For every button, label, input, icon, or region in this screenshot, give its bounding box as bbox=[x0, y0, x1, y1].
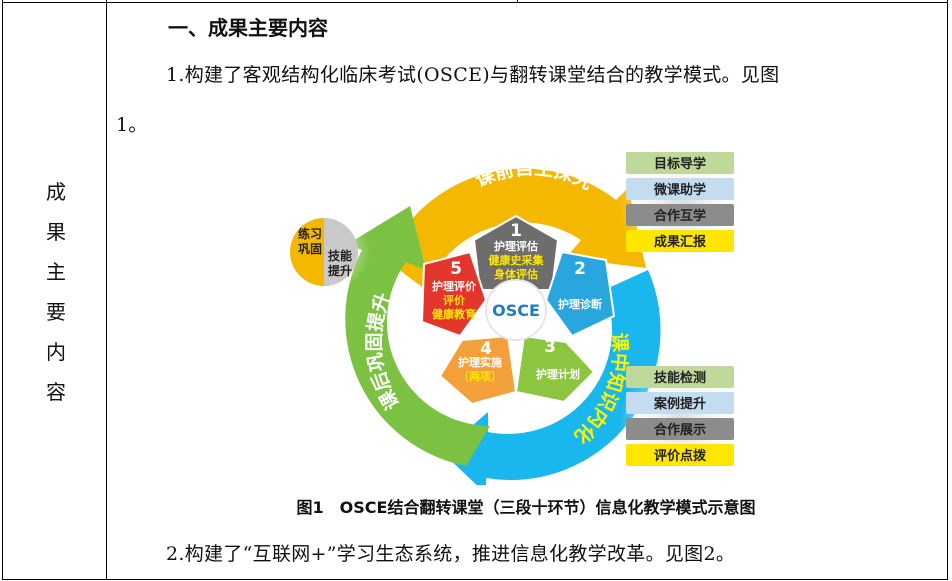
stack-bottom-item: 评价点拨 bbox=[654, 448, 707, 464]
paragraph-1-line-2: 1。 bbox=[116, 114, 148, 136]
center-circle bbox=[485, 279, 547, 341]
stack-bottom-item: 案例提升 bbox=[653, 396, 706, 412]
row-label-char: 要 bbox=[46, 300, 66, 324]
bottom-right-stack: 技能检测 案例提升 合作展示 评价点拨 bbox=[619, 360, 743, 484]
stack-top-item: 合作互学 bbox=[654, 208, 706, 224]
petal-5-number: 5 bbox=[450, 259, 462, 279]
petal-3: 3 护理计划 bbox=[514, 334, 596, 404]
header-tick bbox=[517, 0, 518, 3]
left-circle-text: 练习 bbox=[298, 226, 322, 241]
left-circle-text: 巩固 bbox=[298, 242, 322, 256]
row-label-char: 内 bbox=[46, 340, 66, 364]
left-circle: 练习 巩固 技能 提升 bbox=[290, 218, 358, 286]
row-label-char: 主 bbox=[46, 260, 66, 284]
paragraph-1-line-1: 1.构建了客观结构化临床考试(OSCE)与翻转课堂结合的教学模式。见图 bbox=[166, 64, 780, 86]
petal-1-line: 护理评估 bbox=[494, 239, 538, 253]
stack-bottom-item: 技能检测 bbox=[654, 370, 706, 386]
petal-3-line: 护理计划 bbox=[536, 367, 580, 381]
stack-top-item: 成果汇报 bbox=[654, 234, 707, 250]
stack-top-item: 目标导学 bbox=[654, 156, 706, 172]
column-divider bbox=[106, 0, 107, 580]
petal-4-line: （两项） bbox=[458, 370, 502, 383]
row-label-char: 容 bbox=[46, 380, 66, 404]
petal-4: 4 护理实施 （两项） bbox=[438, 334, 518, 406]
row-label-char: 果 bbox=[46, 220, 66, 244]
stack-top-item: 微课助学 bbox=[653, 182, 706, 198]
petal-1-line: 身体评估 bbox=[494, 267, 538, 281]
petal-5-line: 健康教育 bbox=[432, 307, 476, 321]
stack-bottom-item: 合作展示 bbox=[654, 422, 706, 438]
petal-1-number: 1 bbox=[510, 221, 522, 241]
petal-2-number: 2 bbox=[574, 259, 586, 279]
petal-5: 5 护理评价 评价 健康教育 bbox=[420, 250, 488, 338]
petal-2: 2 护理诊断 bbox=[544, 250, 616, 338]
petal-5-line: 评价 bbox=[443, 294, 466, 307]
petal-4-number: 4 bbox=[480, 339, 492, 359]
osce-flipped-classroom-diagram: 课前自主探究 课中知识内化 课后巩固提升 1 护理评估 健康史采集 身体评估 2… bbox=[278, 148, 743, 485]
left-arc-arrow bbox=[345, 206, 490, 466]
left-circle-text: 技能 bbox=[328, 248, 352, 263]
paragraph-2: 2.构建了“互联网+”学习生态系统，推进信息化教学改革。见图2。 bbox=[166, 543, 736, 565]
left-circle-text: 提升 bbox=[328, 263, 352, 278]
petal-4-line: 护理实施 bbox=[458, 355, 502, 369]
top-right-stack: 目标导学 微课助学 合作互学 成果汇报 bbox=[619, 148, 743, 268]
row-label-char: 成 bbox=[46, 180, 66, 204]
right-arc-arrow bbox=[442, 270, 661, 485]
row-label: 成 果 主 要 内 容 bbox=[36, 172, 76, 412]
petal-5-line: 护理评价 bbox=[432, 279, 477, 293]
petal-1: 1 护理评估 健康史采集 身体评估 bbox=[472, 214, 560, 291]
section-heading: 一、成果主要内容 bbox=[168, 16, 328, 40]
center-label: OSCE bbox=[492, 301, 540, 320]
petal-2-line: 护理诊断 bbox=[558, 297, 602, 311]
petal-1-line: 健康史采集 bbox=[489, 253, 545, 267]
table-top-border bbox=[2, 2, 948, 3]
figure-caption: 图1 OSCE结合翻转课堂（三段十环节）信息化教学模式示意图 bbox=[296, 498, 756, 517]
petal-3-number: 3 bbox=[544, 337, 556, 357]
